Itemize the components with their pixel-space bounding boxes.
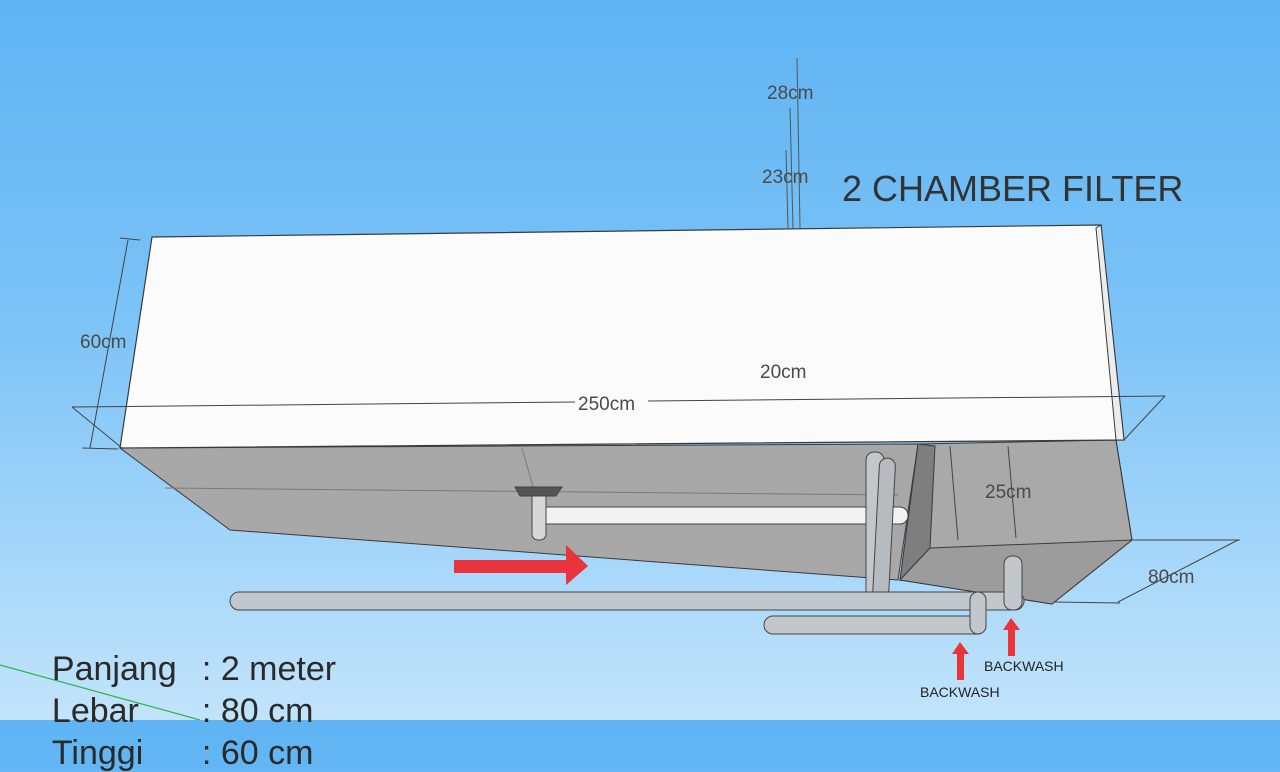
spec-panjang: Panjang: 2 meter bbox=[33, 618, 336, 686]
dim-60cm: 60cm bbox=[80, 332, 126, 353]
spec-panjang-value: 2 meter bbox=[220, 650, 337, 688]
spec-tinggi-label: Tinggi bbox=[51, 734, 144, 772]
spec-lebar-sep: : bbox=[201, 692, 221, 730]
backwash-arrow-left bbox=[952, 642, 969, 680]
spec-tinggi-value: 60 cm bbox=[220, 734, 314, 772]
dim-80cm: 80cm bbox=[1148, 567, 1194, 588]
pipes bbox=[229, 451, 1025, 635]
spec-panjang-label: Panjang bbox=[51, 650, 177, 688]
backwash-arrow-right bbox=[1003, 618, 1020, 656]
diagram-title: 2 CHAMBER FILTER bbox=[842, 168, 1183, 209]
dim-28cm: 28cm bbox=[767, 83, 813, 104]
dim-23cm: 23cm bbox=[762, 167, 808, 188]
dim-250cm: 250cm bbox=[578, 394, 635, 415]
flow-arrow bbox=[454, 545, 588, 585]
backwash-label-right: BACKWASH bbox=[984, 658, 1064, 674]
dim-20cm: 20cm bbox=[760, 362, 806, 383]
dim-line-60cm bbox=[81, 237, 141, 450]
filter-diagram: 28cm 23cm 2 CHAMBER FILTER 60cm 20cm 250… bbox=[0, 57, 1240, 720]
spec-panjang-sep: : bbox=[201, 650, 221, 688]
axis-line bbox=[0, 664, 201, 720]
box-front-face bbox=[118, 443, 919, 581]
dim-line-25cm bbox=[949, 445, 1017, 541]
spec-tinggi-sep: : bbox=[201, 734, 221, 772]
dim-line-80cm bbox=[1054, 539, 1240, 604]
spec-tinggi: Tinggi: 60 cm bbox=[33, 702, 314, 772]
dim-25cm: 25cm bbox=[985, 482, 1031, 503]
top-dimension-lines bbox=[785, 57, 801, 229]
dim-line-250cm bbox=[71, 395, 1166, 449]
backwash-label-left: BACKWASH bbox=[920, 684, 1000, 700]
